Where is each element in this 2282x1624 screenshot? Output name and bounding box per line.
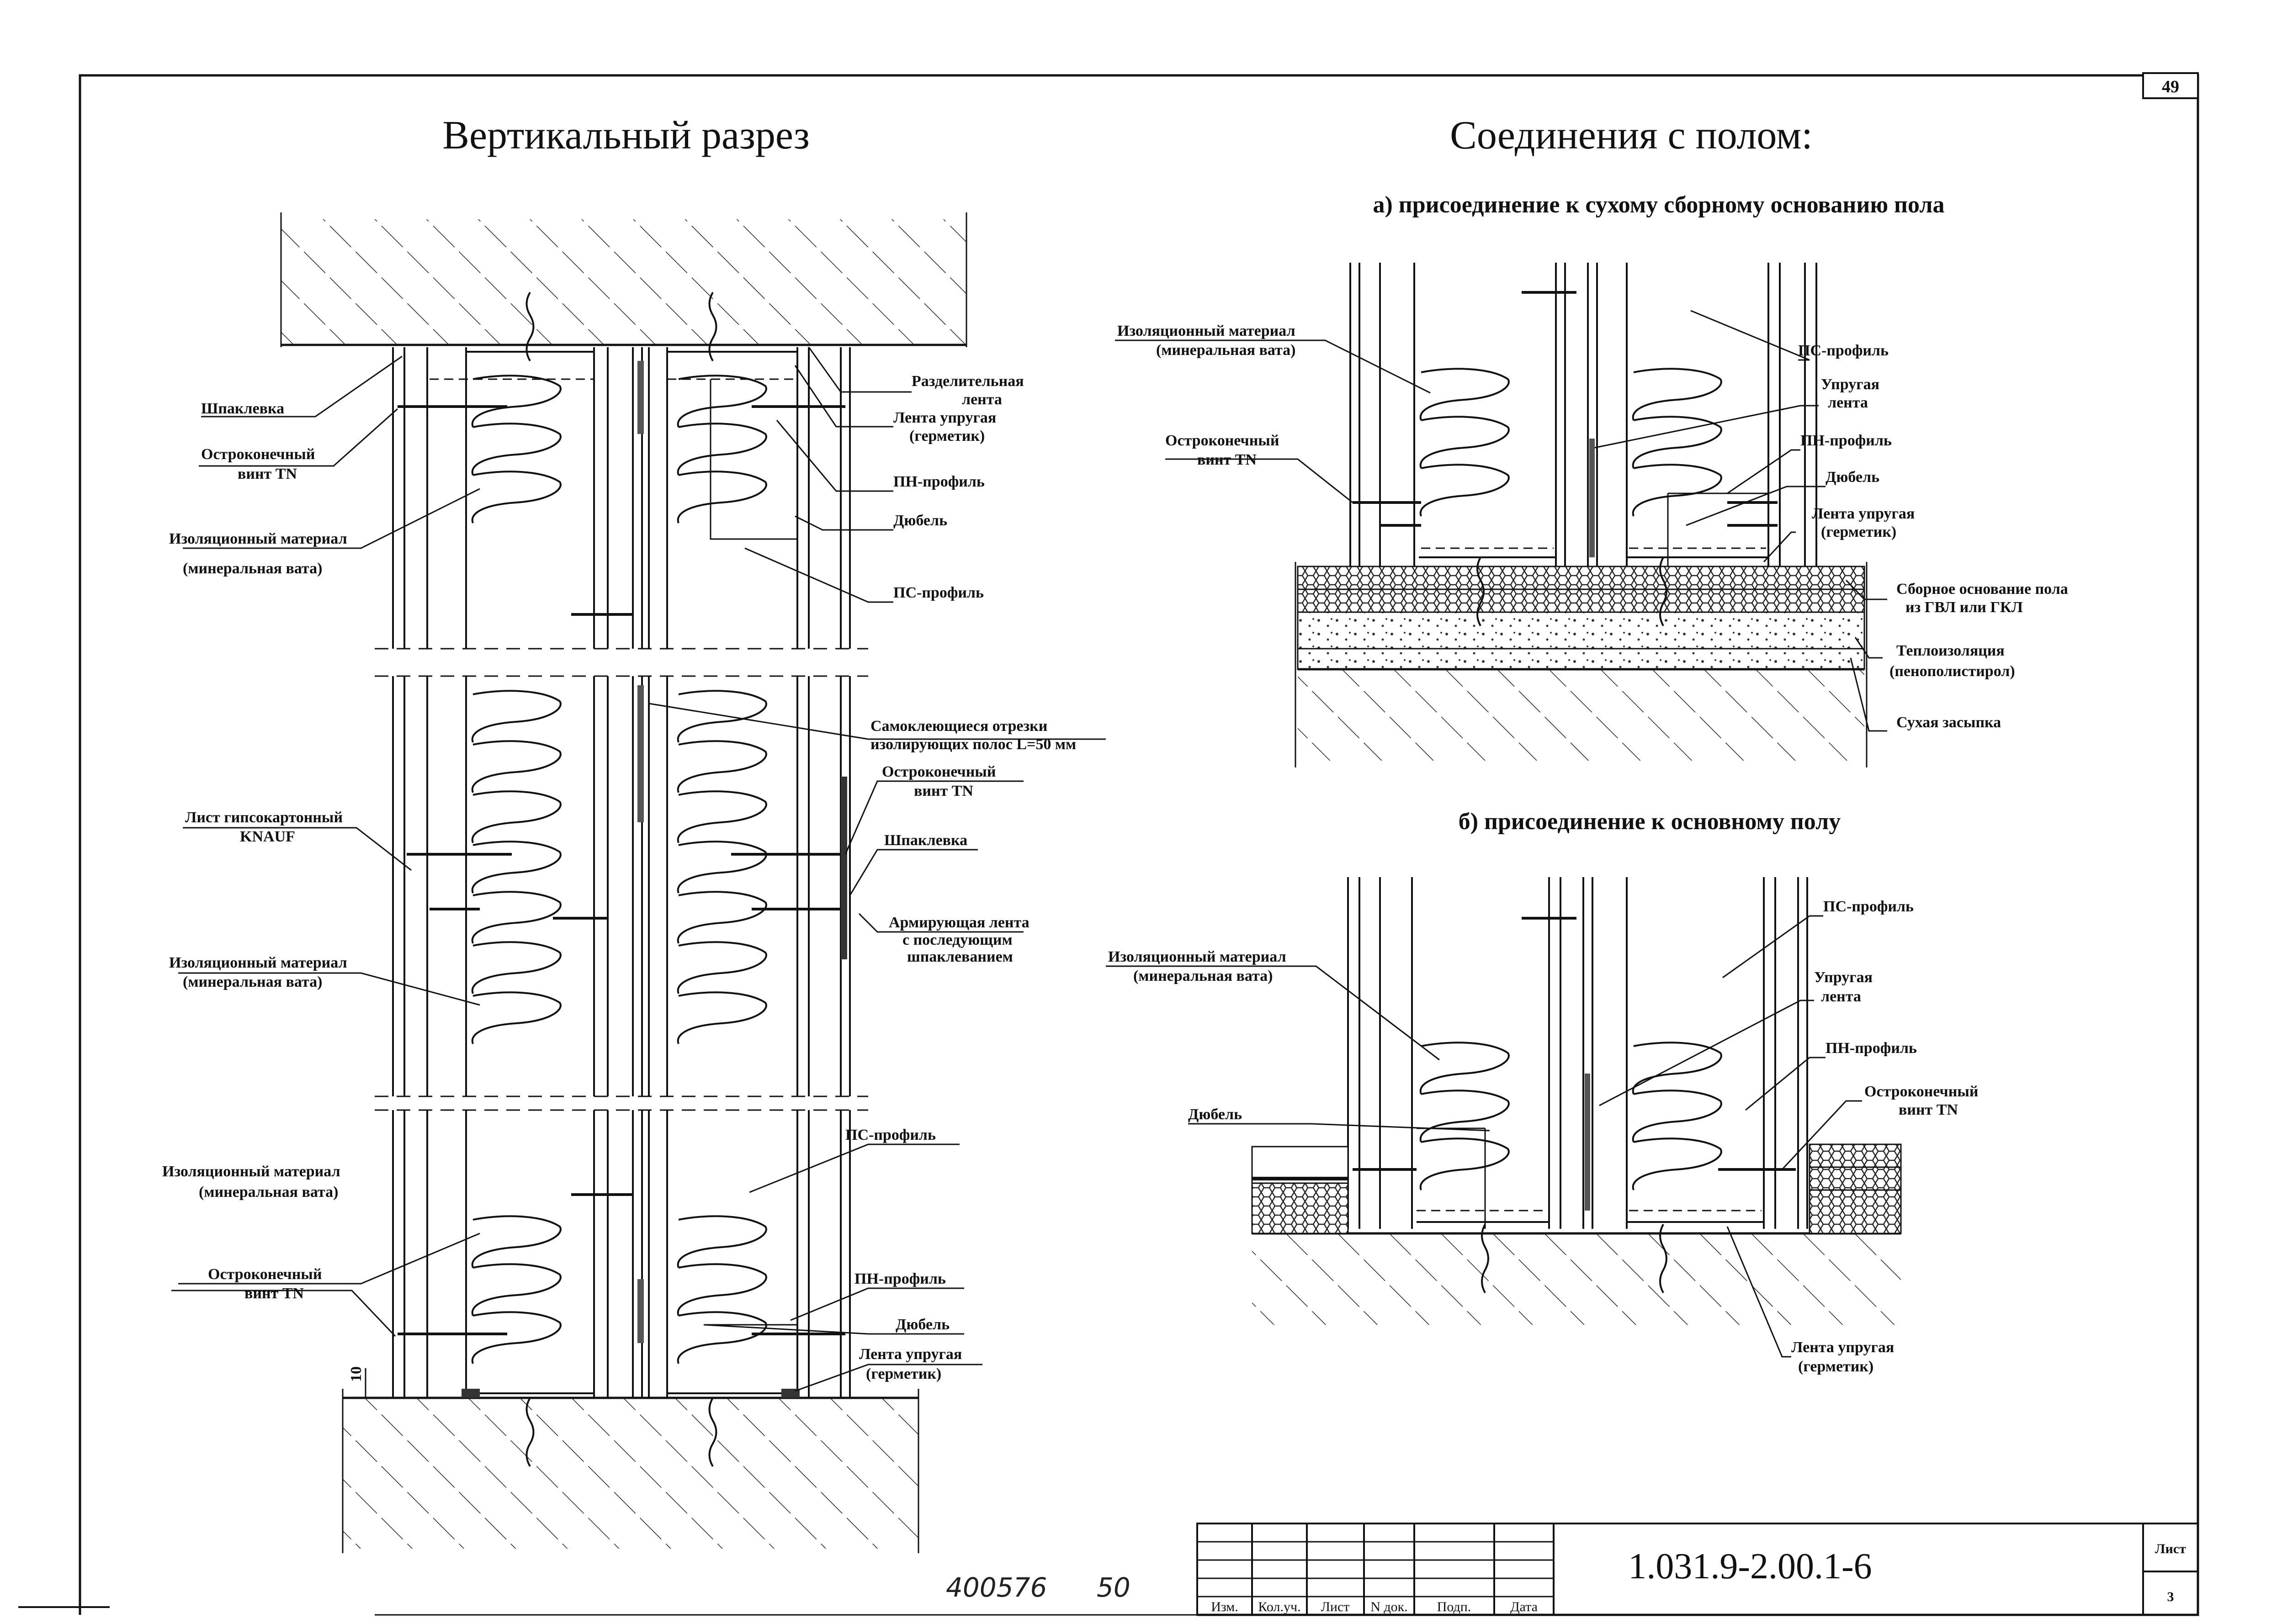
a-label-vint-2: винт TN xyxy=(1197,451,1257,468)
section-b-labels: ПС-профиль Изоляционный материал (минера… xyxy=(1108,898,1978,1375)
b-label-pn: ПН-профиль xyxy=(1826,1040,1917,1057)
label-vint-mid-1: Остроконечный xyxy=(882,763,996,780)
label-vint-bot-2: винт TN xyxy=(244,1285,304,1302)
sheet-number: 49 xyxy=(2162,77,2179,96)
label-izol-mid-1: Изоляционный материал xyxy=(169,954,347,971)
b-label-dubel: Дюбель xyxy=(1188,1106,1242,1123)
tb-col-ndok: N док. xyxy=(1370,1599,1408,1614)
label-izol-bot-1: Изоляционный материал xyxy=(162,1163,340,1180)
b-label-lenta-2: (герметик) xyxy=(1798,1358,1873,1375)
label-lenta-bot-2: (герметик) xyxy=(866,1365,941,1382)
label-razd-2: лента xyxy=(962,391,1002,408)
label-pn-top: ПН-профиль xyxy=(893,473,985,490)
left-labels: Шпаклевка Остроконечный винт TN Изоляцио… xyxy=(162,373,1076,1382)
label-shpaklevka-top: Шпаклевка xyxy=(201,400,284,417)
dim-10: 10 xyxy=(348,1366,365,1382)
a-label-upr-2: лента xyxy=(1828,394,1868,411)
tb-col-data: Дата xyxy=(1510,1599,1538,1614)
subtitle-a: а) присоединение к сухому сборному основ… xyxy=(1373,192,1944,218)
tb-sheet-label: Лист xyxy=(2155,1541,2186,1556)
title-block: Изм. Кол.уч. Лист N док. Подп. Дата 1.03… xyxy=(1196,1523,2199,1616)
a-label-dubel: Дюбель xyxy=(1826,469,1879,486)
tb-col-koluch: Кол.уч. xyxy=(1258,1599,1300,1614)
label-vint-bot-1: Остроконечный xyxy=(208,1266,322,1283)
ceiling-slab xyxy=(281,219,966,345)
section-b xyxy=(1251,877,1902,1325)
label-ps-bot: ПС-профиль xyxy=(845,1127,936,1143)
label-ps-top: ПС-профиль xyxy=(893,584,984,601)
section-a xyxy=(1295,263,1868,767)
sheet-number-box xyxy=(2142,72,2199,99)
label-pn-bot: ПН-профиль xyxy=(854,1270,946,1287)
right-view-title: Соединения с полом: xyxy=(1450,113,1813,158)
tb-col-list: Лист xyxy=(1321,1599,1350,1614)
a-label-izol-1: Изоляционный материал xyxy=(1117,323,1295,339)
b-label-lenta-1: Лента упругая xyxy=(1791,1339,1894,1356)
label-arm-2: с последующим xyxy=(902,931,1013,948)
a-label-izol-2: (минеральная вата) xyxy=(1156,342,1295,359)
label-samok-2: изолирующих полос L=50 мм xyxy=(870,736,1076,753)
label-vint-mid-2: винт TN xyxy=(914,783,973,799)
section-a-labels: Изоляционный материал (минеральная вата)… xyxy=(1117,323,2068,731)
handwritten-code: 400576 xyxy=(946,1572,1047,1603)
b-label-ps: ПС-профиль xyxy=(1823,898,1914,915)
a-label-ps: ПС-профиль xyxy=(1798,342,1889,359)
vertical-section: 10 xyxy=(280,212,967,1553)
a-label-upr-1: Упругая xyxy=(1821,376,1879,393)
a-label-teplo-1: Теплоизоляция xyxy=(1896,642,2005,659)
floor-slab xyxy=(343,1398,918,1549)
label-vint-top-1: Остроконечный xyxy=(201,446,315,463)
section-b-leaders xyxy=(1106,915,1862,1358)
label-lenta-top-2: (герметик) xyxy=(909,428,985,444)
screws xyxy=(398,405,845,1335)
label-lenta-bot-1: Лента упругая xyxy=(859,1346,962,1363)
a-label-suh: Сухая засыпка xyxy=(1896,714,2001,731)
b-label-vint-2: винт TN xyxy=(1899,1101,1958,1118)
label-shpaklevka-mid: Шпаклевка xyxy=(884,832,967,849)
tb-col-podp: Подп. xyxy=(1437,1599,1471,1614)
a-label-lenta-2: (герметик) xyxy=(1821,524,1896,540)
label-lenta-top-1: Лента упругая xyxy=(893,409,996,426)
label-list-2: KNAUF xyxy=(240,828,295,845)
tb-sheet-value: 3 xyxy=(2167,1589,2174,1604)
label-izol-top-1: Изоляционный материал xyxy=(169,530,347,547)
a-label-sborn-2: из ГВЛ или ГКЛ xyxy=(1905,599,2023,616)
label-izol-mid-2: (минеральная вата) xyxy=(183,973,322,990)
label-razd-1: Разделительная xyxy=(912,373,1024,390)
label-vint-top-2: винт TN xyxy=(238,466,297,482)
section-a-leaders xyxy=(1115,310,1887,732)
b-label-vint-1: Остроконечный xyxy=(1864,1083,1978,1100)
label-list-1: Лист гипсокартонный xyxy=(185,809,343,826)
a-label-teplo-2: (пенополистирол) xyxy=(1889,663,2015,680)
label-arm-3: шпаклеванием xyxy=(907,948,1013,965)
a-label-vint-1: Остроконечный xyxy=(1165,432,1279,449)
label-dubel-top: Дюбель xyxy=(893,512,947,529)
handwritten-number: 50 xyxy=(1097,1572,1130,1603)
mineral-wool-a xyxy=(1419,368,1722,517)
wall-lines xyxy=(375,347,868,1398)
b-label-upr-2: лента xyxy=(1821,988,1861,1005)
label-dubel-bot: Дюбель xyxy=(896,1316,950,1333)
b-label-izol-1: Изоляционный материал xyxy=(1108,948,1286,965)
label-arm-1: Армирующая лента xyxy=(889,914,1030,931)
a-label-sborn-1: Сборное основание пола xyxy=(1896,581,2068,598)
tb-col-izm: Изм. xyxy=(1211,1599,1238,1614)
label-izol-top-2: (минеральная вата) xyxy=(183,560,322,577)
subtitle-b: б) присоединение к основному полу xyxy=(1459,809,1841,835)
label-izol-bot-2: (минеральная вата) xyxy=(199,1184,338,1201)
b-label-upr-1: Упругая xyxy=(1814,969,1873,986)
label-samok-1: Самоклеющиеся отрезки xyxy=(870,718,1047,735)
a-label-lenta-1: Лента упругая xyxy=(1812,505,1915,522)
document-code: 1.031.9-2.00.1-6 xyxy=(1628,1546,1872,1587)
b-label-izol-2: (минеральная вата) xyxy=(1133,968,1273,984)
left-view-title: Вертикальный разрез xyxy=(442,113,809,158)
left-leaders xyxy=(171,347,1106,1392)
a-label-pn: ПН-профиль xyxy=(1800,432,1892,449)
mineral-wool xyxy=(471,375,767,1365)
dowels xyxy=(525,291,717,1467)
